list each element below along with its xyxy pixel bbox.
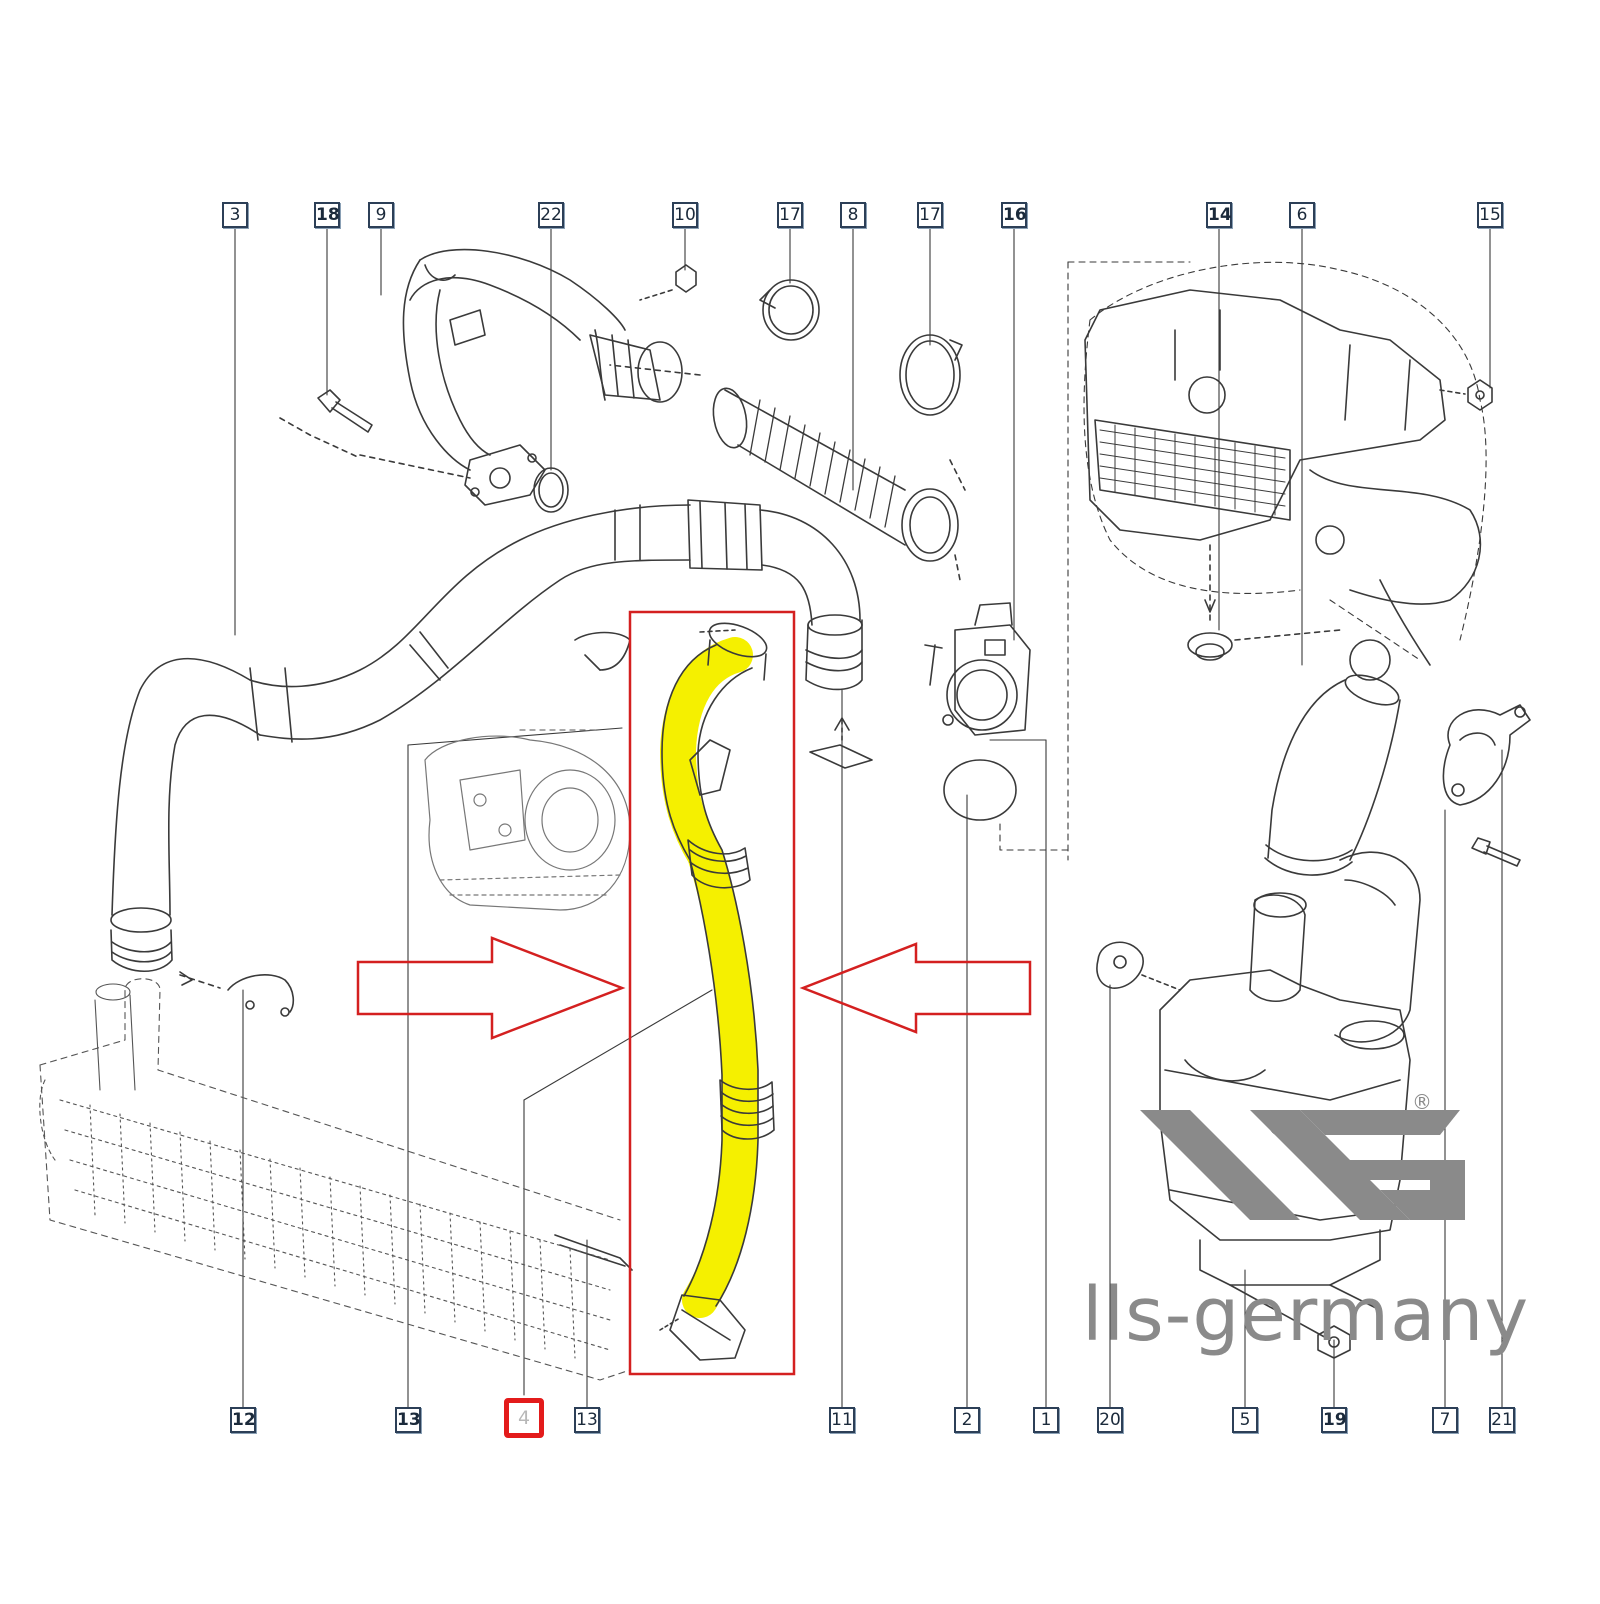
callout-14: 14 (1206, 202, 1232, 228)
part-12-clip (179, 971, 295, 1017)
part-13-clip-lower (554, 1234, 633, 1271)
part-15-nut (1439, 379, 1493, 411)
part-6-duct (1264, 674, 1401, 876)
part-22-oring (533, 467, 569, 513)
part-14-grommet (1187, 544, 1341, 661)
part-8-corrugated-hose (609, 364, 966, 581)
highlight-frame (628, 610, 796, 1376)
callout-11: 11 (829, 1407, 855, 1433)
part-2-seal (943, 759, 1017, 821)
part-7-bracket (1442, 704, 1531, 806)
callout-1: 1 (1033, 1407, 1059, 1433)
callout-17-a: 17 (777, 202, 803, 228)
part-19-nut (1317, 1325, 1351, 1359)
callout-12: 12 (230, 1407, 256, 1433)
engine-outline (999, 261, 1487, 861)
engine-block (1084, 289, 1482, 681)
outlet-tube (589, 329, 683, 403)
brand-name: lls-germany (1082, 1272, 1530, 1358)
callout-17-b: 17 (917, 202, 943, 228)
intercooler (39, 978, 631, 1381)
part-5-air-box (1159, 851, 1421, 1341)
callout-16: 16 (1001, 202, 1027, 228)
callout-10: 10 (672, 202, 698, 228)
part-11-bracket (809, 717, 873, 769)
callout-7: 7 (1432, 1407, 1458, 1433)
part-18-bolt (279, 389, 471, 479)
callout-2: 2 (954, 1407, 980, 1433)
callout-4-highlighted: 4 (504, 1398, 544, 1438)
callout-9: 9 (368, 202, 394, 228)
callout-13-b: 13 (574, 1407, 600, 1433)
callout-20: 20 (1097, 1407, 1123, 1433)
part-4-hose-highlighted (659, 622, 775, 1361)
brand-registered-mark: ® (1412, 1090, 1432, 1114)
part-17-clamp-a (759, 279, 820, 341)
callout-6: 6 (1289, 202, 1315, 228)
arrow-left-pointing-right (356, 936, 626, 1040)
part-17-clamp-b (899, 334, 963, 416)
part-20-flange (1096, 941, 1181, 991)
callout-13-a: 13 (395, 1407, 421, 1433)
part-9-pipe (402, 248, 626, 506)
callout-22: 22 (538, 202, 564, 228)
callout-5: 5 (1232, 1407, 1258, 1433)
part-21-bolt (1471, 837, 1521, 867)
callout-15: 15 (1477, 202, 1503, 228)
callout-18: 18 (314, 202, 340, 228)
callout-3: 3 (222, 202, 248, 228)
part-10-nut (639, 264, 697, 301)
part-13-clip-upper (574, 631, 631, 671)
brand-logo-icon (1140, 1110, 1465, 1220)
leader-lines (234, 226, 1503, 1411)
callout-19: 19 (1321, 1407, 1347, 1433)
callout-21: 21 (1489, 1407, 1515, 1433)
part-3-hose (110, 499, 863, 972)
callout-8: 8 (840, 202, 866, 228)
turbo-assembly (424, 729, 631, 911)
part-16-throttle-body (924, 602, 1031, 736)
arrow-right-pointing-left (799, 942, 1032, 1034)
